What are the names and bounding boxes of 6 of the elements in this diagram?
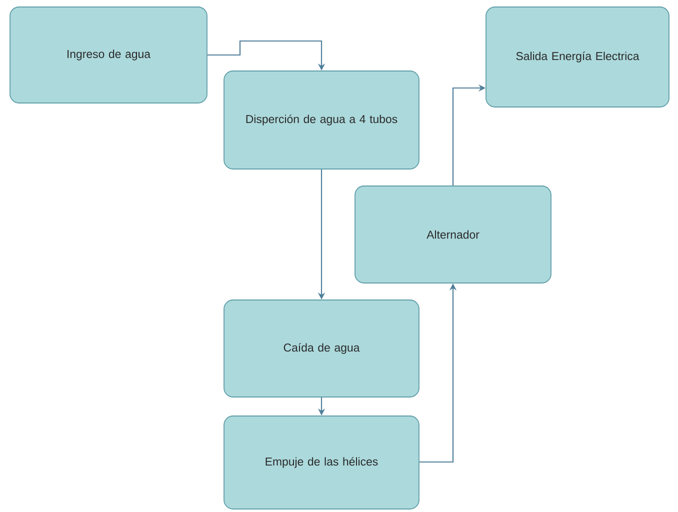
- process-box: Salida Energía Electrica: [486, 6, 670, 108]
- process-box: Disperción de agua a 4 tubos: [224, 70, 420, 170]
- process-box: Alternador: [354, 186, 552, 284]
- process-box: Caída de agua: [224, 300, 420, 398]
- process-box: Ingreso de agua: [10, 6, 208, 104]
- process-box: Empuje de las hélices: [224, 416, 420, 510]
